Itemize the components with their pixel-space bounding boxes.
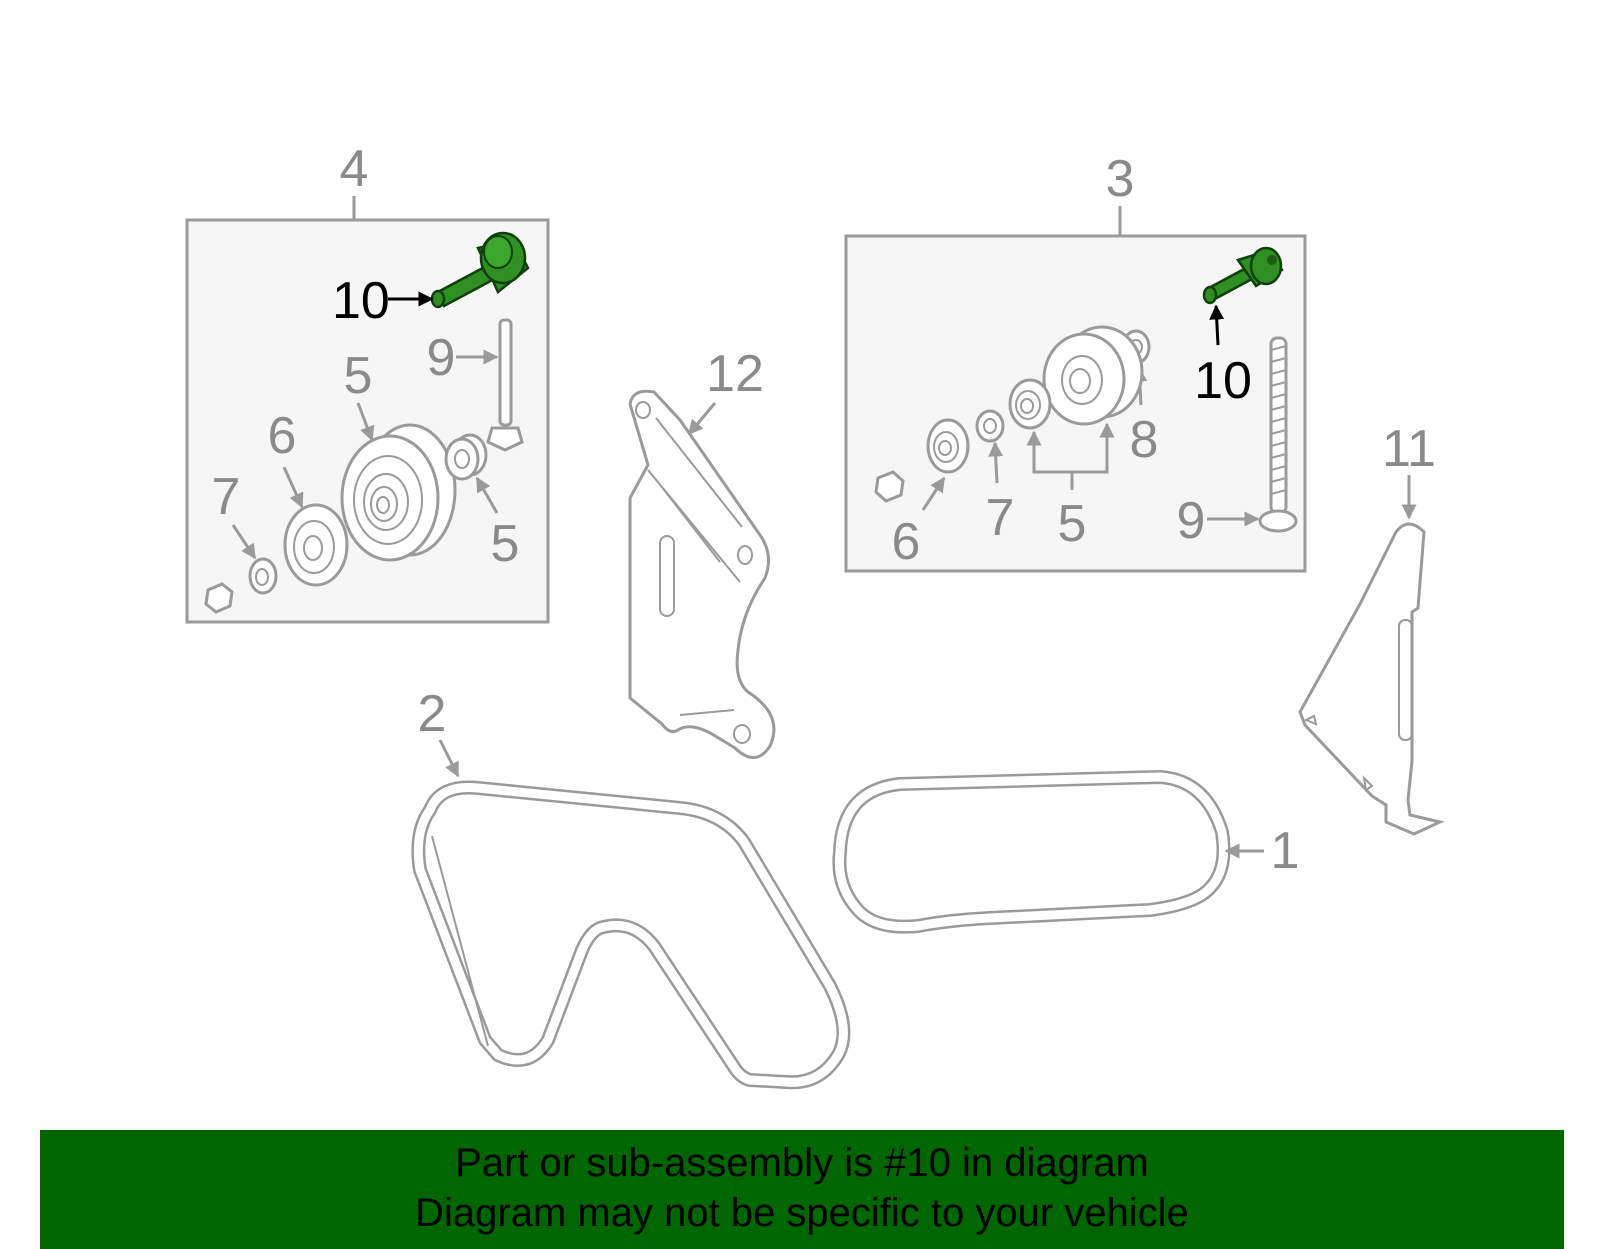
belt-2-callout[interactable]: 2 (418, 685, 447, 743)
left-washer-7[interactable] (248, 557, 278, 595)
left-bolt-10-highlighted[interactable] (430, 231, 530, 309)
right-5-callout[interactable]: 5 (1058, 495, 1087, 553)
right-pulley-5[interactable] (1042, 325, 1144, 426)
right-10-leader (1209, 304, 1225, 346)
left-pulley-5[interactable] (340, 423, 457, 562)
right-10-callout[interactable]: 10 (1194, 352, 1252, 410)
left-7-callout[interactable]: 7 (212, 468, 241, 526)
left-hex-nut[interactable] (204, 582, 234, 614)
right-spacer-5[interactable] (1008, 378, 1052, 430)
right-6-callout[interactable]: 6 (892, 513, 921, 571)
banner-line-1: Part or sub-assembly is #10 in diagram (455, 1141, 1149, 1185)
bracket-11-callout[interactable]: 11 (1382, 420, 1436, 478)
left-10-callout[interactable]: 10 (332, 272, 390, 330)
belt-1-callout[interactable]: 1 (1271, 822, 1300, 880)
assembly-4-callout[interactable]: 4 (340, 140, 369, 198)
left-9-callout[interactable]: 9 (427, 329, 456, 387)
left-7-leader (231, 524, 257, 560)
left-washer-6[interactable] (283, 503, 349, 587)
right-hex-nut[interactable] (874, 470, 905, 503)
info-banner: Part or sub-assembly is #10 in diagram D… (40, 1130, 1564, 1249)
bracket-11[interactable] (1298, 522, 1445, 836)
assembly-3-callout[interactable]: 3 (1106, 150, 1135, 208)
belt-2-leader (438, 739, 460, 778)
belt-1[interactable] (832, 770, 1231, 934)
bracket-12-callout[interactable]: 12 (706, 345, 764, 403)
left-5-spacer-leader (475, 476, 499, 514)
bracket-12-leader (687, 402, 717, 436)
right-7-callout[interactable]: 7 (986, 489, 1015, 547)
right-assembly-group: 3 10 9 8 (844, 150, 1307, 573)
left-6-callout[interactable]: 6 (268, 407, 297, 465)
right-6-leader (921, 476, 946, 511)
left-6-leader (282, 466, 304, 509)
right-7-leader (988, 441, 1004, 484)
left-bolt-9[interactable] (486, 318, 524, 452)
left-spacer-5[interactable] (444, 433, 488, 481)
right-8-callout[interactable]: 8 (1130, 411, 1159, 469)
bracket-12[interactable] (628, 389, 776, 759)
left-5-spacer-callout[interactable]: 5 (491, 515, 520, 573)
left-assembly-group: 4 10 9 5 (185, 140, 550, 624)
left-5-pulley-leader (356, 402, 375, 442)
left-5-pulley-callout[interactable]: 5 (344, 347, 373, 405)
right-9-callout[interactable]: 9 (1177, 492, 1206, 550)
right-washer-7[interactable] (975, 409, 1005, 443)
right-washer-6[interactable] (926, 418, 970, 474)
belt-2[interactable] (411, 780, 851, 1090)
banner-line-2: Diagram may not be specific to your vehi… (415, 1191, 1189, 1235)
right-bolt-10-highlighted[interactable] (1202, 246, 1284, 305)
right-bolt-9[interactable] (1258, 336, 1298, 533)
